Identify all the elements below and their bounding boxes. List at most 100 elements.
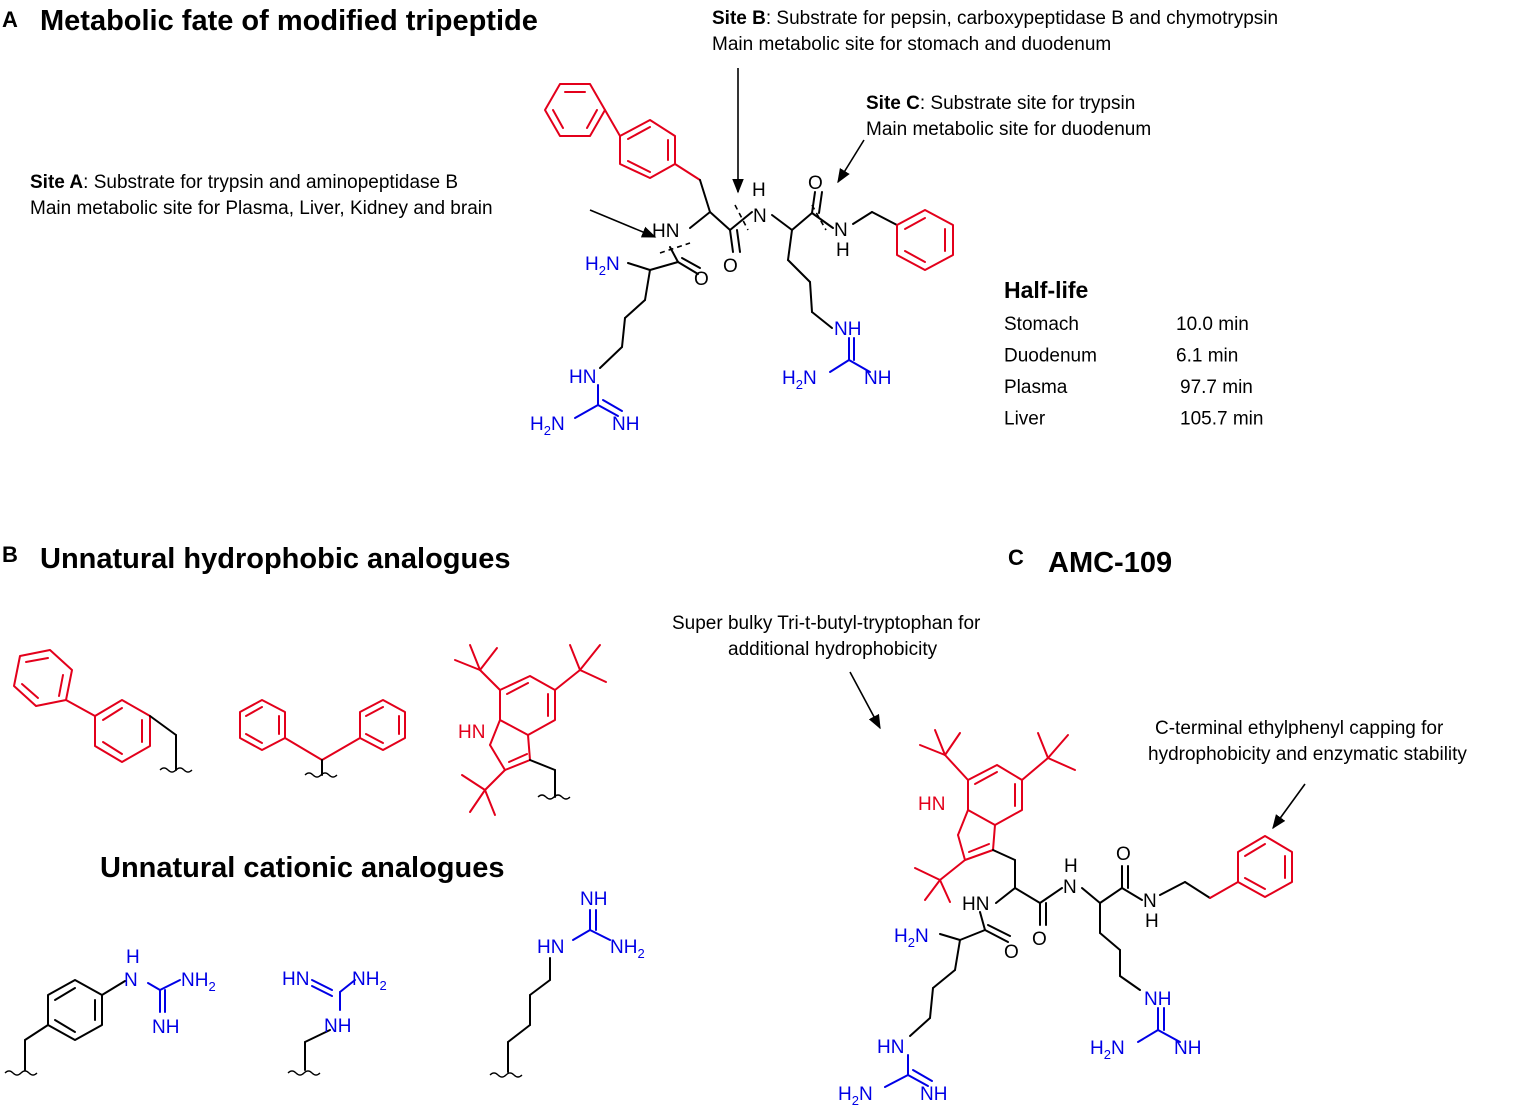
atom-n: N xyxy=(834,220,848,241)
atom-nh: NH xyxy=(864,368,891,389)
atom-nh: NH xyxy=(612,414,639,435)
atom-hn: HN xyxy=(569,367,596,388)
site-a-note-line2: Main metabolic site for Plasma, Liver, K… xyxy=(30,198,493,219)
amc109-ethylphenyl xyxy=(1209,835,1293,899)
half-life-value: 10.0 min xyxy=(1176,314,1249,335)
note-tryptophan-line1: Super bulky Tri-t-butyl-tryptophan for xyxy=(672,613,981,634)
atom-h: H xyxy=(836,240,850,261)
atom-hn: HN xyxy=(537,937,564,958)
atom-h2n: H2N xyxy=(782,368,817,392)
atom-n: N xyxy=(124,970,138,991)
atom-h: H xyxy=(752,180,766,201)
panel-c-letter: C xyxy=(1008,545,1024,570)
tripeptide-backbone xyxy=(599,179,898,369)
short-guanidine-analogue: HN NH2 NH xyxy=(282,969,387,1076)
amc109-guanidine-1: H2N HN H2N NH xyxy=(838,926,947,1107)
amc109-guanidine-2: NH H2N NH xyxy=(1090,989,1201,1062)
atom-nh: NH xyxy=(324,1016,351,1037)
half-life-value: 6.1 min xyxy=(1176,346,1238,367)
atom-nh: NH xyxy=(1144,989,1171,1010)
atom-o: O xyxy=(694,269,709,290)
atom-nh: NH xyxy=(920,1084,947,1105)
panel-c: C AMC-109 Super bulky Tri-t-butyl-trypto… xyxy=(672,545,1467,1107)
site-c-note-line2: Main metabolic site for duodenum xyxy=(866,119,1151,140)
atom-hn: HN xyxy=(652,221,679,242)
note-capping-line1: C-terminal ethylphenyl capping for xyxy=(1155,718,1444,739)
atom-nh2: NH2 xyxy=(352,969,387,993)
amc109-backbone: HN O H N O N H O xyxy=(909,844,1211,1037)
atom-n: N xyxy=(753,206,767,227)
site-c-cut-mark xyxy=(811,204,827,231)
half-life-tissue: Plasma xyxy=(1004,377,1068,398)
atom-h: H xyxy=(1064,856,1078,877)
note-capping-line2: hydrophobicity and enzymatic stability xyxy=(1148,744,1467,765)
atom-nh: NH xyxy=(580,889,607,910)
biphenyl-group xyxy=(544,83,701,181)
atom-hn: HN xyxy=(282,969,309,990)
capping-arrow xyxy=(1272,783,1306,830)
site-b-note-line1: Site B: Substrate for pepsin, carboxypep… xyxy=(712,8,1278,29)
amc109-indole: HN xyxy=(914,729,1076,903)
atom-o: O xyxy=(1004,942,1019,963)
site-c-text: : Substrate site for trypsin xyxy=(920,93,1135,114)
phenylguanidine-analogue: H N NH2 NH xyxy=(4,947,216,1076)
panel-b: B Unnatural hydrophobic analogues Unnatu… xyxy=(2,542,645,1078)
atom-h2n: H2N xyxy=(585,254,620,278)
atom-n: N xyxy=(1143,891,1157,912)
atom-o: O xyxy=(808,173,823,194)
note-tryptophan-line2: additional hydrophobicity xyxy=(728,639,938,660)
half-life-tissue: Stomach xyxy=(1004,314,1079,335)
site-b-cut-mark xyxy=(734,204,749,231)
atom-hn: HN xyxy=(458,722,485,743)
site-c-arrow xyxy=(837,139,865,184)
half-life-heading: Half-life xyxy=(1004,277,1088,303)
site-b-note-line2: Main metabolic site for stomach and duod… xyxy=(712,34,1111,55)
atom-hn: HN xyxy=(918,794,945,815)
half-life-value: 97.7 min xyxy=(1180,377,1253,398)
panel-b-cationic-title: Unnatural cationic analogues xyxy=(100,852,504,884)
atom-h2n: H2N xyxy=(530,414,565,438)
half-life-tissue: Duodenum xyxy=(1004,346,1097,367)
site-a-cut-mark xyxy=(659,242,691,254)
atom-hn: HN xyxy=(877,1037,904,1058)
atom-o: O xyxy=(723,256,738,277)
benzyl-group xyxy=(896,209,954,271)
atom-hn: HN xyxy=(962,894,989,915)
site-a-label: Site A xyxy=(30,172,83,193)
tri-t-butyl-tryptophan-analogue: HN xyxy=(454,644,607,816)
guanidine-a1 xyxy=(574,384,623,419)
site-b-text: : Substrate for pepsin, carboxypeptidase… xyxy=(766,8,1278,29)
panel-c-title: AMC-109 xyxy=(1048,547,1172,579)
site-a-arrow xyxy=(589,209,657,238)
site-a-note-line1: Site A: Substrate for trypsin and aminop… xyxy=(30,172,458,193)
half-life-tissue: Liver xyxy=(1004,409,1046,430)
half-life-value: 105.7 min xyxy=(1180,409,1263,430)
long-guanidine-analogue: NH HN NH2 xyxy=(489,889,645,1078)
atom-o: O xyxy=(1032,929,1047,950)
atom-h: H xyxy=(126,947,140,968)
diphenyl-analogue xyxy=(239,699,406,778)
atom-nh2: NH2 xyxy=(610,937,645,961)
atom-n: N xyxy=(1063,877,1077,898)
atom-h2n: H2N xyxy=(838,1084,873,1107)
site-b-label: Site B xyxy=(712,8,766,29)
atom-nh: NH xyxy=(834,319,861,340)
atom-o: O xyxy=(1116,844,1131,865)
guanidine-a2 xyxy=(829,337,871,373)
atom-nh: NH xyxy=(152,1017,179,1038)
site-a-text: : Substrate for trypsin and aminopeptida… xyxy=(83,172,458,193)
panel-b-letter: B xyxy=(2,542,18,567)
tryptophan-arrow xyxy=(849,671,881,730)
atom-h: H xyxy=(1145,911,1159,932)
atom-h2n: H2N xyxy=(894,926,929,950)
atom-nh2: NH2 xyxy=(181,970,216,994)
panel-a: A Metabolic fate of modified tripeptide … xyxy=(2,5,1278,438)
panel-b-hydrophobic-title: Unnatural hydrophobic analogues xyxy=(40,543,511,575)
atom-h2n: H2N xyxy=(1090,1038,1125,1062)
biphenyl-analogue xyxy=(13,649,193,773)
panel-a-title: Metabolic fate of modified tripeptide xyxy=(40,5,538,37)
panel-a-letter: A xyxy=(2,7,18,32)
